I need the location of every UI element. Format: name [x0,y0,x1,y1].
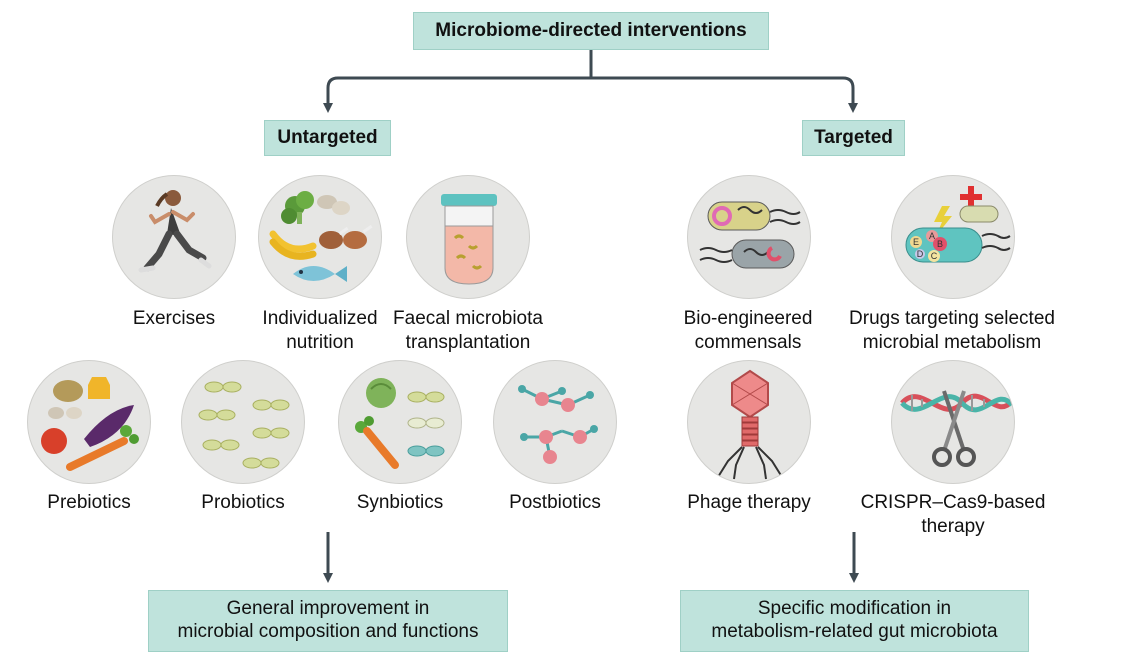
metabolite-a-label: A [929,231,935,241]
targeted-outcome: Specific modification in metabolism-rela… [680,590,1029,652]
root-connector [323,50,593,113]
probiotics-label: Probiotics [201,492,285,513]
probiotics-icon [181,360,305,484]
exercises-label: Exercises [132,308,216,329]
exercises-icon [112,175,236,299]
phage-label: Phage therapy [687,492,811,513]
postbiotics-label: Postbiotics [509,492,601,513]
phage-icon [687,360,811,484]
fmt-icon [406,175,530,299]
untargeted-heading: Untargeted [264,120,391,156]
targeted-heading: Targeted [802,120,905,156]
nutrition-label: Individualized nutrition [262,308,378,353]
fmt-label: Faecal microbiota transplantation [393,308,543,353]
metabolite-d-label: D [917,249,924,259]
prebiotics-icon [27,360,151,484]
diagram-title: Microbiome-directed interventions [413,12,769,50]
metabolite-c-label: C [931,251,938,261]
nutrition-icon [258,175,382,299]
synbiotics-label: Synbiotics [356,492,444,513]
prebiotics-label: Prebiotics [47,492,131,513]
synbiotics-icon [338,360,462,484]
metabolite-e-label: E [913,237,919,247]
bioengineered-icon [687,175,811,299]
bioengineered-label: Bio-engineered commensals [683,308,813,353]
crispr-icon [891,360,1015,484]
drugs-label: Drugs targeting selected microbial metab… [849,308,1055,353]
metabolite-b-label: B [937,239,943,249]
crispr-label: CRISPR–Cas9-based therapy [860,492,1046,537]
drugs-icon: A B C D E [891,175,1015,299]
root-connector-right [591,76,858,113]
untargeted-outcome: General improvement in microbial composi… [148,590,508,652]
postbiotics-icon [493,360,617,484]
